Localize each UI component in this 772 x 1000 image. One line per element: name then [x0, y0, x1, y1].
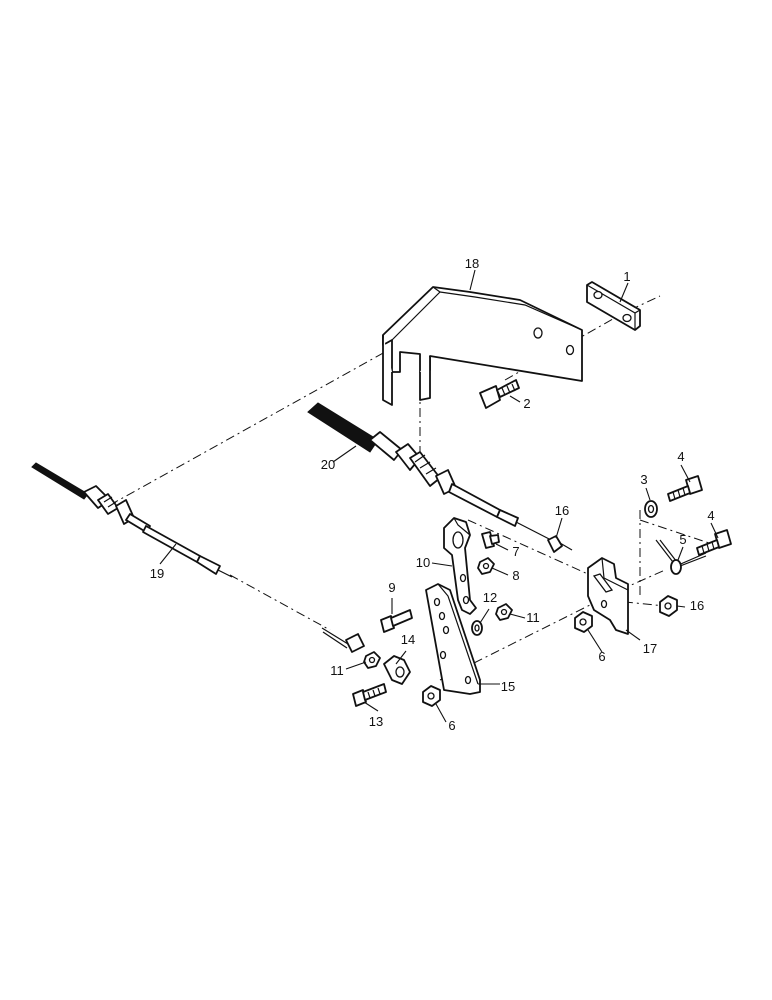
clevis-part-14	[383, 655, 411, 685]
callout-3: 3	[640, 472, 647, 487]
callout-6-lower: 6	[448, 718, 455, 733]
callout-17: 17	[643, 641, 657, 656]
callout-12: 12	[483, 590, 497, 605]
bolt-part-7	[481, 531, 500, 549]
bolt-part-4-lower	[696, 529, 732, 556]
callout-15: 15	[501, 679, 515, 694]
spring-clip-part-5	[655, 539, 707, 575]
plate-part-1	[586, 281, 641, 331]
nut-part-6-lower	[422, 685, 441, 707]
lever-plate-part-15	[425, 583, 481, 695]
callout-16-lower: 16	[690, 598, 704, 613]
nut-part-16-lower	[659, 595, 678, 617]
callout-19: 19	[150, 566, 164, 581]
bolt-part-2	[479, 379, 520, 409]
arm-part-10	[443, 517, 477, 615]
callout-11-right: 11	[526, 610, 540, 625]
cable-part-19	[31, 462, 233, 578]
nut-part-11-left	[363, 651, 381, 669]
callout-2: 2	[523, 396, 530, 411]
callout-8: 8	[512, 568, 519, 583]
bracket-part-18	[382, 286, 583, 406]
nut-part-6-upper	[574, 611, 593, 633]
callout-14: 14	[401, 632, 415, 647]
callout-1: 1	[623, 269, 630, 284]
bolt-part-4-upper	[667, 475, 703, 502]
callout-9: 9	[388, 580, 395, 595]
nut-part-8	[477, 557, 495, 575]
nut-part-11-right	[495, 603, 513, 621]
callout-16-upper: 16	[555, 503, 569, 518]
bracket-part-17	[587, 557, 629, 635]
bolt-part-9	[380, 609, 413, 633]
callout-4-upper: 4	[677, 449, 684, 464]
cable-part-20	[307, 402, 556, 543]
callout-6-upper: 6	[598, 649, 605, 664]
washer-part-12	[471, 620, 483, 636]
callout-labels: 1 2 3 4 4 5 6 6 7 8 9 10 11 11 12 13 14 …	[150, 256, 715, 733]
rod-end-link	[321, 627, 365, 653]
nut-part-16-upper	[547, 535, 573, 553]
callout-13: 13	[369, 714, 383, 729]
callout-leaders	[159, 269, 719, 723]
callout-20: 20	[321, 457, 335, 472]
callout-10: 10	[416, 555, 430, 570]
bolt-part-13	[352, 683, 387, 707]
washer-part-3	[644, 500, 658, 518]
callout-7: 7	[512, 544, 519, 559]
callout-11-left: 11	[330, 663, 344, 678]
callout-18: 18	[465, 256, 479, 271]
callout-4-lower: 4	[707, 508, 714, 523]
callout-5: 5	[679, 532, 686, 547]
